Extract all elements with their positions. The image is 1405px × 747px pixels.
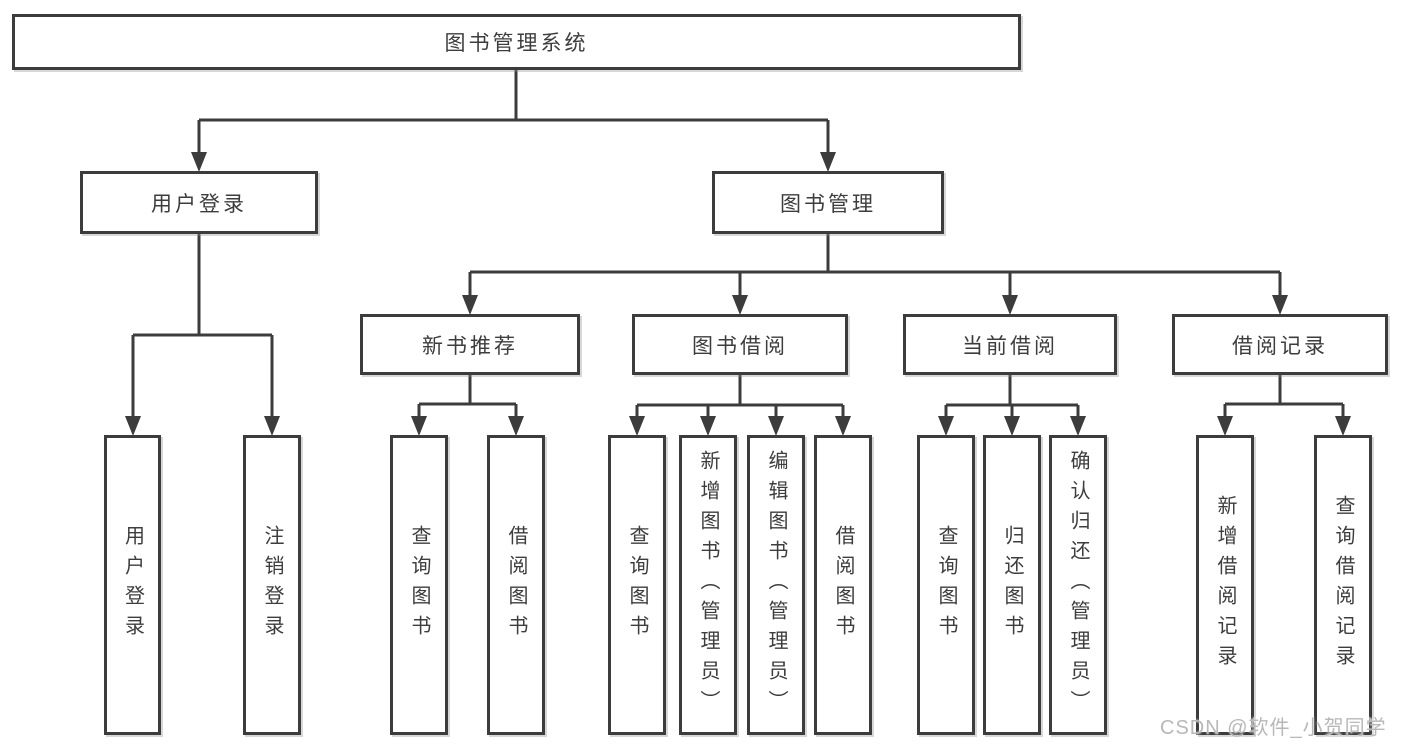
node-leaf-confirm-return-admin: 确认归还（管理员） <box>1049 435 1107 735</box>
node-label: 图书借阅 <box>692 334 788 358</box>
node-current-borrowing: 当前借阅 <box>903 314 1117 375</box>
node-label: 确认归还（管理员） <box>1067 450 1089 720</box>
csdn-watermark: CSDN @软件_小贺同学 <box>1160 717 1387 739</box>
node-label: 借阅图书 <box>832 525 854 645</box>
node-new-book-recommendation: 新书推荐 <box>360 314 580 375</box>
node-leaf-add-borrow-record: 新增借阅记录 <box>1196 435 1254 735</box>
node-label: 新增借阅记录 <box>1214 495 1236 675</box>
node-label: 借阅图书 <box>505 525 527 645</box>
node-label: 用户登录 <box>121 525 144 645</box>
node-user-login: 用户登录 <box>80 171 318 234</box>
node-book-borrowing: 图书借阅 <box>632 314 848 375</box>
node-label: 借阅记录 <box>1232 334 1328 358</box>
node-leaf-user-login: 用户登录 <box>104 435 161 735</box>
node-leaf-query-books-recommend: 查询图书 <box>390 435 448 735</box>
node-label: 查询图书 <box>408 525 430 645</box>
node-leaf-borrow-books-recommend: 借阅图书 <box>487 435 545 735</box>
node-borrowing-records: 借阅记录 <box>1172 314 1388 375</box>
node-label: 用户登录 <box>151 192 247 216</box>
node-leaf-return-books: 归还图书 <box>983 435 1041 735</box>
node-label: 新增图书（管理员） <box>697 450 719 720</box>
node-label: 查询借阅记录 <box>1332 495 1354 675</box>
node-leaf-add-book-admin: 新增图书（管理员） <box>679 435 737 735</box>
node-label: 注销登录 <box>261 525 283 645</box>
node-label: 图书管理 <box>780 192 876 216</box>
node-leaf-edit-book-admin: 编辑图书（管理员） <box>747 435 805 735</box>
node-leaf-logout: 注销登录 <box>243 435 301 735</box>
node-label: 查询图书 <box>935 525 957 645</box>
node-label: 查询图书 <box>626 525 648 645</box>
node-leaf-query-borrow-record: 查询借阅记录 <box>1314 435 1372 735</box>
node-label: 当前借阅 <box>962 334 1058 358</box>
node-label: 图书管理系统 <box>444 32 589 55</box>
arrowheads <box>125 152 1351 436</box>
node-label: 新书推荐 <box>422 334 518 358</box>
node-leaf-query-books-current: 查询图书 <box>917 435 975 735</box>
node-book-management: 图书管理 <box>712 171 944 234</box>
node-leaf-borrow-books: 借阅图书 <box>814 435 872 735</box>
node-leaf-query-books-borrowing: 查询图书 <box>608 435 666 735</box>
node-label: 编辑图书（管理员） <box>765 450 787 720</box>
node-library-management-system: 图书管理系统 <box>12 14 1021 70</box>
node-label: 归还图书 <box>1001 525 1023 645</box>
